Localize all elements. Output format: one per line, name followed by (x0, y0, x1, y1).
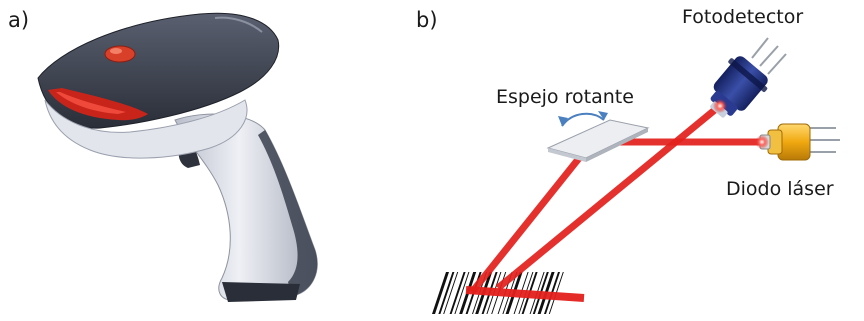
laser-diode-label: Diodo láser (726, 178, 834, 200)
photodetector-label: Fotodetector (682, 6, 804, 28)
laser-diode-icon (755, 123, 840, 161)
photodetector-icon (710, 37, 787, 118)
panel-b-label: b) (416, 8, 438, 32)
barcode-bar (432, 272, 449, 314)
handheld-scanner-icon (37, 12, 318, 302)
barcode-bar (454, 272, 470, 314)
barcode-bar (438, 272, 455, 314)
barcode-bar (443, 272, 459, 314)
laser-scan-line (465, 286, 585, 302)
laser-beam-return (495, 101, 725, 291)
barcode-bar (449, 272, 466, 314)
rotating-mirror-icon (546, 119, 650, 162)
rotating-mirror-label: Espejo rotante (496, 86, 634, 108)
panel-a-label: a) (8, 8, 30, 32)
rotation-arrow-icon (558, 111, 608, 127)
